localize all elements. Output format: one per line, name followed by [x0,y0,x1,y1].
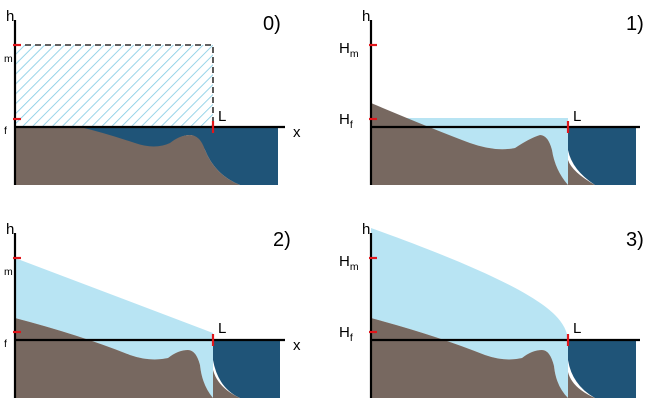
panel-2 [13,233,285,398]
ground [15,318,240,398]
initial-water-column [15,45,213,127]
hm-label: m [4,53,13,65]
h-axis-label: h [6,8,14,25]
x-axis-label: x [293,124,301,141]
sea-water [213,340,280,398]
hf-label: Hf [339,324,353,344]
l-label: L [573,320,581,337]
panel-0 [13,20,285,185]
h-axis-label: h [362,221,370,238]
ground [371,318,595,398]
panel-number: 3) [626,229,644,251]
hf-label: Hf [339,111,353,131]
panel-number: 1) [626,13,644,35]
sea-water [15,127,278,185]
hm-label: Hm [339,40,359,60]
ground [371,103,595,185]
sea-water [568,340,636,398]
l-label: L [218,108,226,125]
x-axis-label: x [293,337,301,354]
hm-label: m [4,266,13,278]
panel-3 [369,228,640,398]
ground [15,122,240,185]
l-label: L [573,108,581,125]
flow-water [371,228,568,398]
sea-water [568,127,636,185]
hf-label: f [4,125,7,137]
l-label: L [218,320,226,337]
panel-1 [369,20,640,185]
flow-water [400,118,568,185]
panel-number: 0) [263,13,281,35]
h-axis-label: h [362,8,370,25]
initial-water-outline [15,44,214,127]
hm-label: Hm [339,253,359,273]
flow-water [15,258,213,398]
panel-number: 2) [273,229,291,251]
h-axis-label: h [6,221,14,238]
hf-label: f [4,338,7,350]
